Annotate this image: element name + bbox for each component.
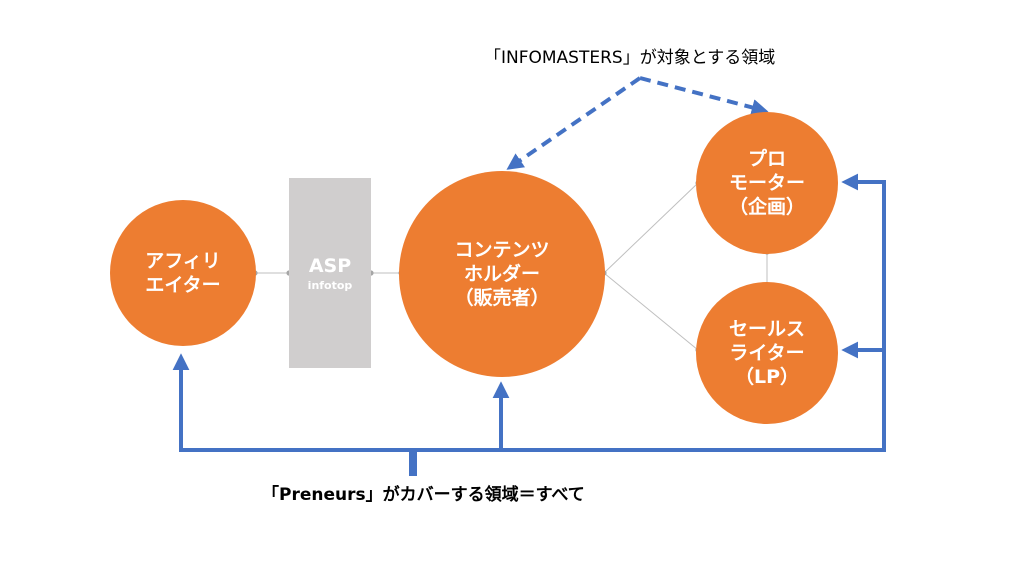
content-holder-label-line1: コンテンツ [454,238,550,261]
asp-sublabel: infotop [307,278,353,292]
sales-writer-label-line1: セールス [728,317,805,340]
asp-label: ASP [308,254,352,277]
promoter-node: プロ モーター （企画） [696,112,838,254]
content-holder-node: コンテンツ ホルダー （販売者） [399,171,605,377]
asp-box: ASP infotop [289,178,371,368]
preneurs-stem [409,448,417,476]
promoter-label-line2: モーター [728,171,805,194]
promoter-label-line3: （企画） [728,196,805,219]
sales-writer-node: セールス ライター （LP） [696,282,838,424]
infomasters-arrow-promoter [639,76,769,116]
content-holder-label-line3: （販売者） [454,287,550,310]
infomasters-caption: 「INFOMASTERS」が対象とする領域 [484,48,776,68]
infomasters-arrow-holder [506,76,642,170]
preneurs-caption: 「Preneurs」がカバーする領域＝すべて [262,485,585,505]
affiliate-label-line2: エイター [145,274,221,296]
connector-holder-promoter [603,182,699,274]
affiliate-node: アフィリ エイター [110,200,256,346]
promoter-label-line1: プロ [747,147,786,170]
content-holder-label-line2: ホルダー [463,262,540,285]
affiliate-label-line1: アフィリ [145,249,221,272]
sales-writer-label-line2: ライター [729,341,805,364]
sales-writer-label-line3: （LP） [734,366,800,389]
connector-holder-writer [603,272,699,351]
